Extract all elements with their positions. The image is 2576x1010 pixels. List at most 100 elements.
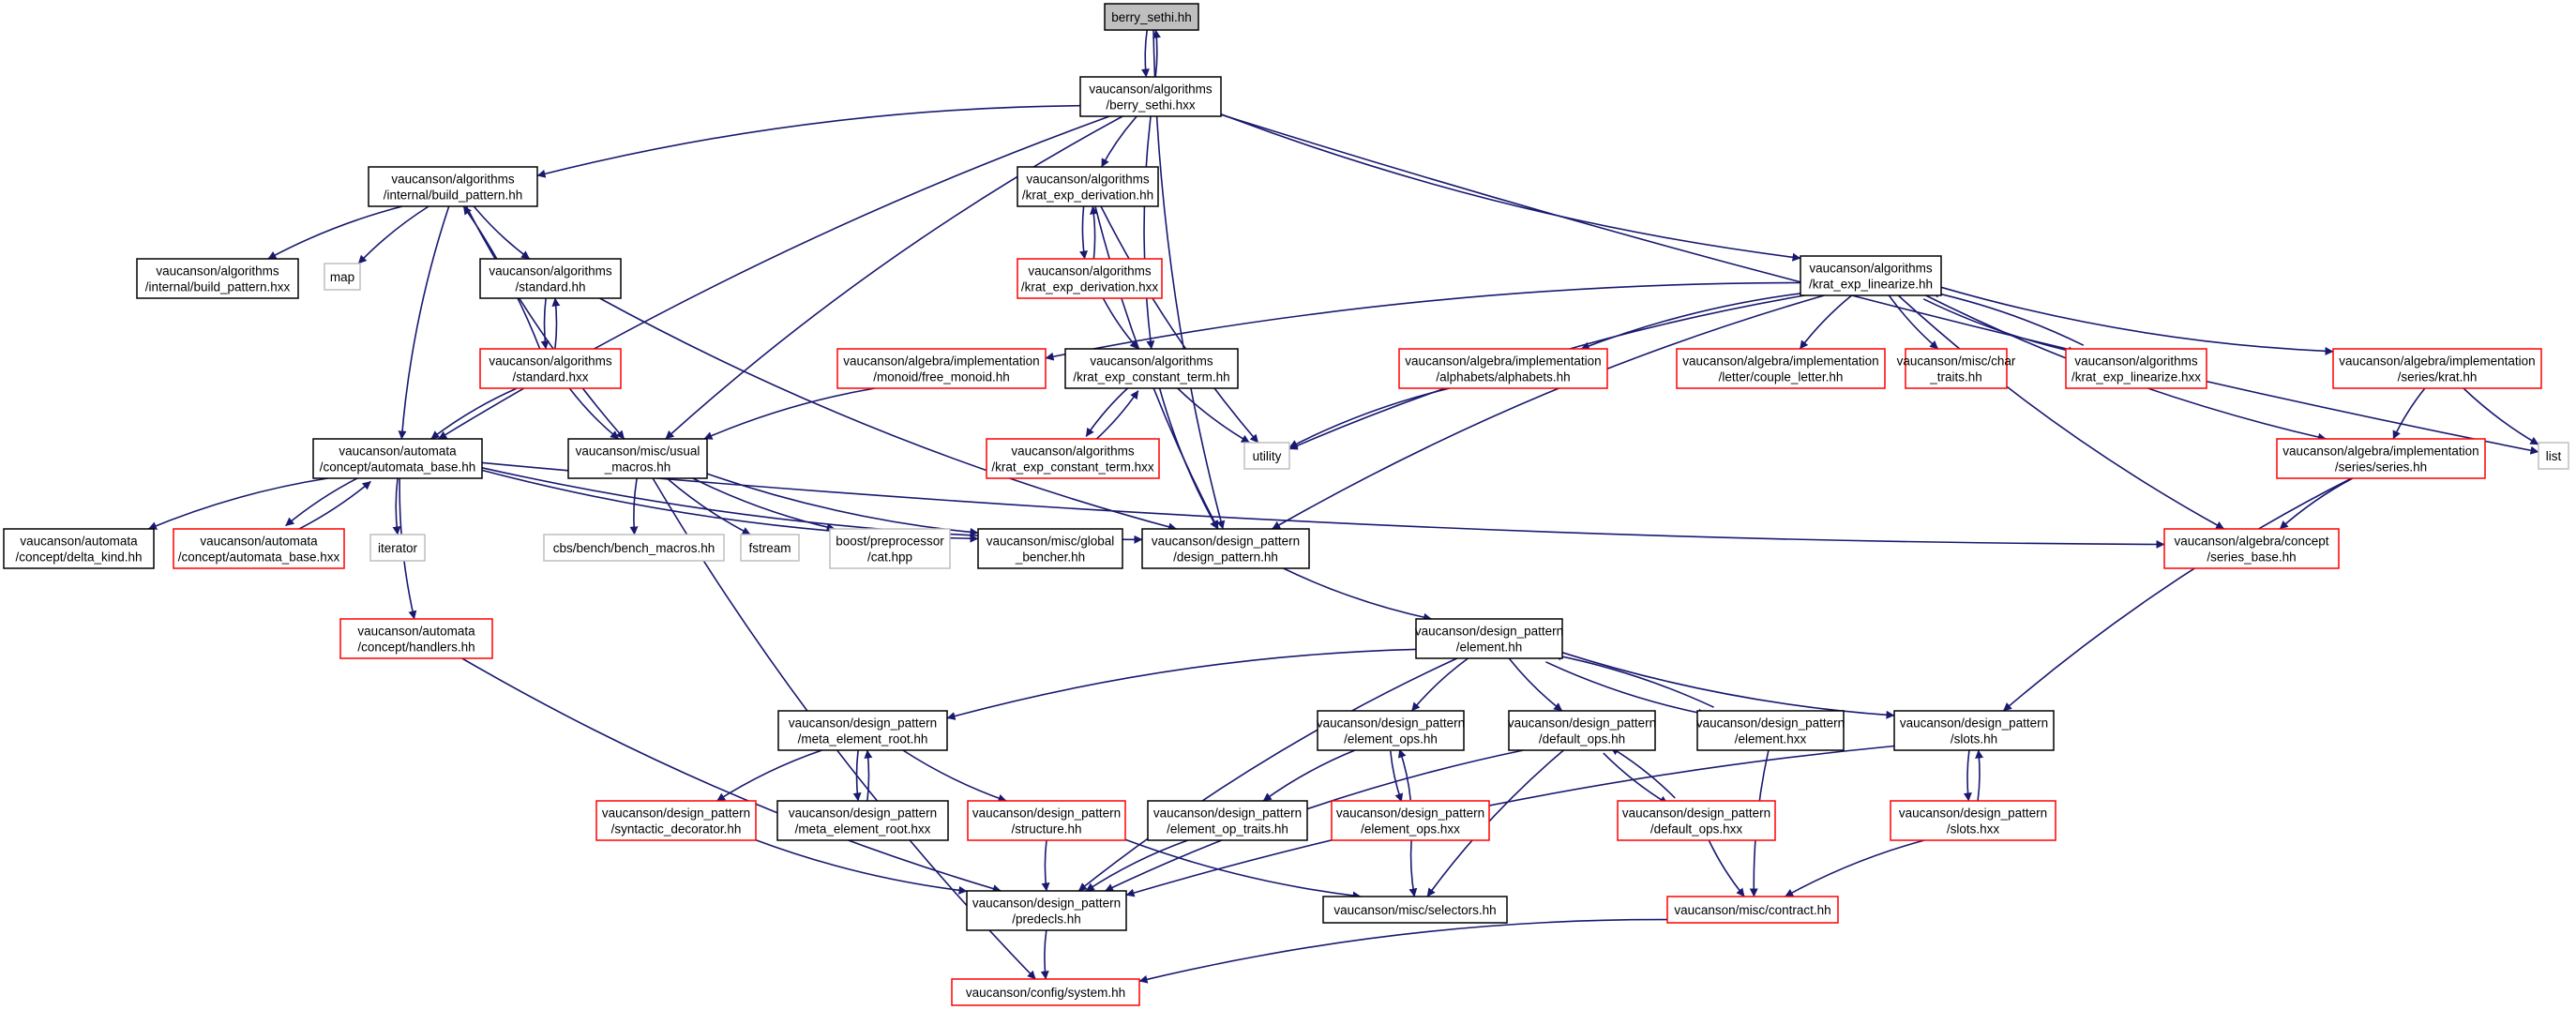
node-box <box>1415 618 1563 659</box>
node-standard-hxx[interactable]: vaucanson/algorithms/standard.hxx <box>479 348 622 389</box>
node-meta-element-root-hxx[interactable]: vaucanson/design_pattern/meta_element_ro… <box>776 800 949 841</box>
node-box <box>312 438 483 479</box>
node-delta-kind-hh[interactable]: vaucanson/automata/concept/delta_kind.hh <box>3 528 155 569</box>
node-meta-element-root-hh[interactable]: vaucanson/design_pattern/meta_element_ro… <box>777 710 948 751</box>
edge-automata_base_hh-to-automata_base_hxx <box>285 474 365 527</box>
node-iterator[interactable]: iterator <box>369 534 426 562</box>
node-system-hh[interactable]: vaucanson/config/system.hh <box>951 978 1140 1006</box>
edge-element_hh-to-predecls_hh <box>1077 657 1458 892</box>
node-label: vaucanson/misc/contract.hh <box>1674 903 1830 917</box>
node-box <box>2332 348 2542 389</box>
edge-krat_exp_constant_term_hh-to-utility <box>1177 387 1250 444</box>
node-label: vaucanson/automata <box>20 535 138 549</box>
node-usual-macros-hh[interactable]: vaucanson/misc/usual_macros.hh <box>567 438 708 479</box>
node-krat-exp-linearize-hxx[interactable]: vaucanson/algorithms/krat_exp_linearize.… <box>2065 348 2207 389</box>
node-slots-hxx[interactable]: vaucanson/design_pattern/slots.hxx <box>1890 800 2056 841</box>
node-krat-exp-derivation-hh[interactable]: vaucanson/algorithms/krat_exp_derivation… <box>1017 166 1159 207</box>
node-design-pattern-hh[interactable]: vaucanson/design_pattern/design_pattern.… <box>1141 528 1310 569</box>
edge-berry_sethi_hxx-to-krat_exp_derivation_hh <box>1100 115 1137 168</box>
node-label: _bencher.hh <box>1015 550 1085 565</box>
node-build-pattern-hh[interactable]: vaucanson/algorithms/internal/build_patt… <box>368 166 538 207</box>
node-box <box>1893 710 2055 751</box>
node-list[interactable]: list <box>2538 442 2569 470</box>
node-element-op-traits-hh[interactable]: vaucanson/design_pattern/element_op_trai… <box>1147 800 1308 841</box>
node-label: vaucanson/design_pattern <box>972 806 1121 821</box>
node-krat-hh[interactable]: vaucanson/algebra/implementation/series/… <box>2332 348 2542 389</box>
node-label: vaucanson/algorithms <box>1090 354 1213 369</box>
node-label: /slots.hxx <box>1947 822 2000 837</box>
node-slots-hh[interactable]: vaucanson/design_pattern/slots.hh <box>1893 710 2055 751</box>
node-couple-letter-hh[interactable]: vaucanson/algebra/implementation/letter/… <box>1676 348 1886 389</box>
node-label: /krat_exp_constant_term.hxx <box>991 460 1154 475</box>
edge-usual_macros_hh-to-fstream <box>666 477 751 535</box>
edge-build_pattern_hh-to-usual_macros_hh <box>465 205 625 440</box>
edge-meta_element_root_hh-to-structure_hh <box>902 749 1007 803</box>
node-element-hh[interactable]: vaucanson/design_pattern/element.hh <box>1415 618 1563 659</box>
node-label: /series_base.hh <box>2207 550 2296 565</box>
node-bench-macros-hh[interactable]: cbs/bench/bench_macros.hh <box>543 534 725 562</box>
node-automata-base-hh[interactable]: vaucanson/automata/concept/automata_base… <box>312 438 483 479</box>
node-box <box>1104 3 1199 31</box>
node-alphabets-hh[interactable]: vaucanson/algebra/implementation/alphabe… <box>1398 348 1608 389</box>
node-free-monoid-hh[interactable]: vaucanson/algebra/implementation/monoid/… <box>836 348 1047 389</box>
node-label: /meta_element_root.hxx <box>795 822 931 837</box>
node-default-ops-hxx[interactable]: vaucanson/design_pattern/default_ops.hxx <box>1617 800 1776 841</box>
node-berry-sethi-hh[interactable]: berry_sethi.hh <box>1104 3 1199 31</box>
node-element-hxx[interactable]: vaucanson/design_pattern/element.hxx <box>1696 710 1845 751</box>
node-box <box>1017 258 1163 299</box>
node-label: map <box>330 270 354 284</box>
node-label: _traits.hh <box>1929 370 1982 384</box>
node-label: vaucanson/design_pattern <box>1696 716 1845 731</box>
node-label: vaucanson/design_pattern <box>1152 535 1300 549</box>
node-krat-exp-constant-term-hh[interactable]: vaucanson/algorithms/krat_exp_constant_t… <box>1064 348 1239 389</box>
edge-element_ops_hxx-to-selectors_hh <box>1409 839 1418 897</box>
node-element-ops-hh[interactable]: vaucanson/design_pattern/element_ops.hh <box>1317 710 1465 751</box>
node-selectors-hh[interactable]: vaucanson/misc/selectors.hh <box>1322 896 1508 924</box>
node-label: /krat_exp_constant_term.hh <box>1073 370 1229 384</box>
node-structure-hh[interactable]: vaucanson/design_pattern/structure.hh <box>967 800 1126 841</box>
edge-krat_exp_linearize_hh-to-krat_hh <box>1940 286 2334 355</box>
node-contract-hh[interactable]: vaucanson/misc/contract.hh <box>1666 896 1839 924</box>
node-element-ops-hxx[interactable]: vaucanson/design_pattern/element_ops.hxx <box>1331 800 1490 841</box>
node-box <box>1890 800 2056 841</box>
node-handlers-hh[interactable]: vaucanson/automata/concept/handlers.hh <box>339 618 493 659</box>
edge-berry_sethi_hxx-to-list <box>1220 113 2539 455</box>
node-cat-hpp[interactable]: boost/preprocessor/cat.hpp <box>829 528 951 569</box>
node-box <box>595 800 757 841</box>
node-label: boost/preprocessor <box>836 535 944 549</box>
node-label: vaucanson/design_pattern <box>789 806 937 821</box>
node-label: /structure.hh <box>1011 822 1081 837</box>
edge-automata_base_hh-to-delta_kind_hh <box>147 477 328 530</box>
node-standard-hh[interactable]: vaucanson/algorithms/standard.hh <box>479 258 622 299</box>
node-syntactic-decorator-hh[interactable]: vaucanson/design_pattern/syntactic_decor… <box>595 800 757 841</box>
node-predecls-hh[interactable]: vaucanson/design_pattern/predecls.hh <box>966 890 1127 931</box>
node-build-pattern-hxx[interactable]: vaucanson/algorithms/internal/build_patt… <box>136 258 299 299</box>
node-label: /alphabets/alphabets.hh <box>1436 370 1570 384</box>
node-default-ops-hh[interactable]: vaucanson/design_pattern/default_ops.hh <box>1508 710 1656 751</box>
node-box <box>967 800 1126 841</box>
edge-element_ops_hxx-to-element_ops_hh <box>1397 748 1411 801</box>
node-label: vaucanson/algorithms <box>2074 354 2198 369</box>
edge-krat_exp_linearize_hh-to-couple_letter_hh <box>1799 294 1853 350</box>
node-global-bencher-hh[interactable]: vaucanson/misc/global_bencher.hh <box>977 528 1123 569</box>
node-series-hh[interactable]: vaucanson/algebra/implementation/series/… <box>2276 438 2486 479</box>
node-map[interactable]: map <box>324 263 361 291</box>
node-label: /series/krat.hh <box>2398 370 2478 384</box>
node-fstream[interactable]: fstream <box>740 534 800 562</box>
edge-free_monoid_hh-to-usual_macros_hh <box>703 387 876 440</box>
node-label: vaucanson/algorithms <box>1026 173 1150 187</box>
edge-berry_sethi_hxx-to-berry_sethi_hh <box>1152 29 1161 78</box>
node-box <box>1322 896 1508 924</box>
node-label: vaucanson/misc/usual <box>576 445 700 459</box>
node-berry-sethi-hxx[interactable]: vaucanson/algorithms/berry_sethi.hxx <box>1079 76 1222 117</box>
node-krat-exp-derivation-hxx[interactable]: vaucanson/algorithms/krat_exp_derivation… <box>1017 258 1163 299</box>
node-automata-base-hxx[interactable]: vaucanson/automata/concept/automata_base… <box>173 528 345 569</box>
node-char-traits-hh[interactable]: vaucanson/misc/char_traits.hh <box>1897 348 2016 389</box>
node-krat-exp-constant-term-hxx[interactable]: vaucanson/algorithms/krat_exp_constant_t… <box>986 438 1160 479</box>
node-label: vaucanson/algebra/implementation <box>843 354 1039 369</box>
node-series-base-hh[interactable]: vaucanson/algebra/concept/series_base.hh <box>2163 528 2340 569</box>
node-utility[interactable]: utility <box>1243 442 1290 470</box>
edge-element_ops_hh-to-element_op_traits_hh <box>1262 749 1356 802</box>
node-krat-exp-linearize-hh[interactable]: vaucanson/algorithms/krat_exp_linearize.… <box>1800 255 1942 296</box>
edge-default_ops_hxx-to-contract_hh <box>1708 839 1745 897</box>
